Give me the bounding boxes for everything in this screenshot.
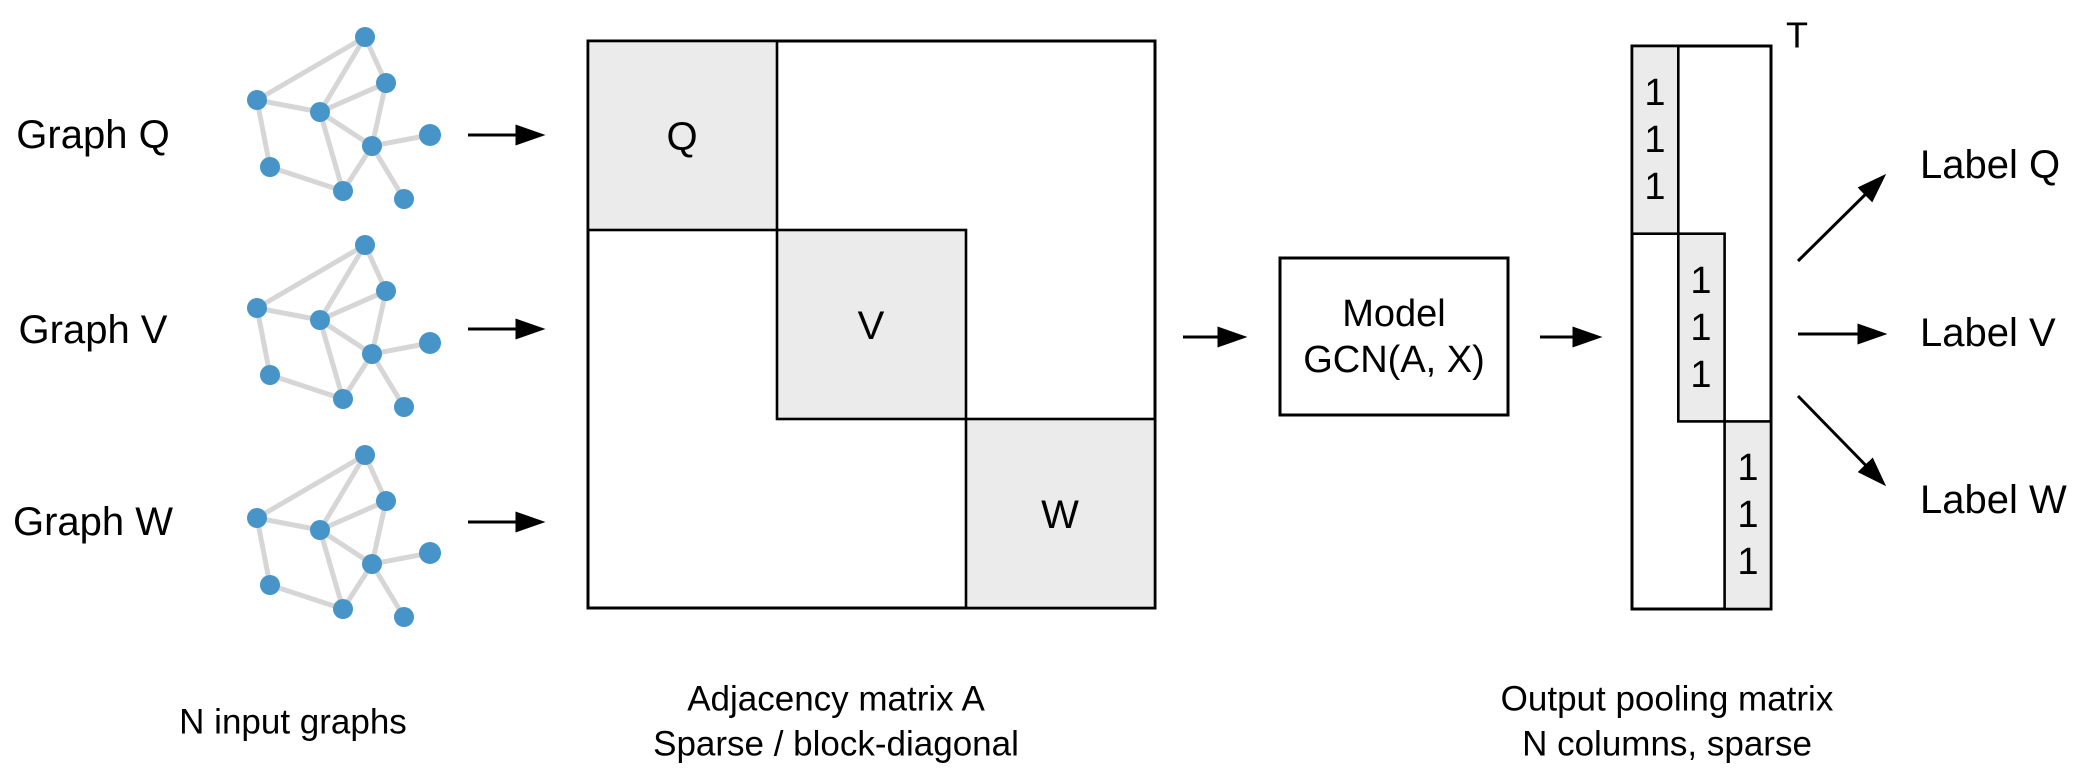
- output-label-q: Label Q: [1920, 143, 2060, 187]
- adjacency-block-w-letter: W: [1041, 493, 1079, 537]
- adjacency-caption-line1: Adjacency matrix A: [687, 680, 985, 719]
- graph-v-label: Graph V: [19, 308, 168, 352]
- pooling-one: 1: [1644, 166, 1665, 208]
- adjacency-block-w: [964, 417, 1157, 610]
- model-label-line1: Model: [1342, 293, 1446, 335]
- pooling-caption-line2: N columns, sparse: [1522, 725, 1812, 764]
- arrow-pooling-to-label-q: [1796, 173, 1887, 263]
- adjacency-block-v: [775, 228, 968, 421]
- arrow-pooling-to-label-w: [1796, 394, 1887, 487]
- graph-w-drawing: [247, 445, 441, 627]
- adjacency-caption-line2: Sparse / block-diagonal: [653, 725, 1019, 764]
- adjacency-block-q: [586, 39, 779, 232]
- pooling-one: 1: [1737, 541, 1758, 583]
- pooling-one: 1: [1644, 72, 1665, 114]
- adjacency-block-q-letter: Q: [666, 115, 697, 159]
- model-label-line2: GCN(A, X): [1303, 339, 1485, 381]
- pooling-block-w: [1723, 420, 1773, 611]
- pooling-block-v: [1677, 232, 1726, 423]
- graphs-caption: N input graphs: [179, 703, 407, 742]
- adjacency-block-v-letter: V: [858, 304, 885, 348]
- graph-v-drawing: [247, 235, 441, 417]
- transpose-superscript: T: [1786, 15, 1808, 56]
- output-label-w: Label W: [1920, 478, 2067, 522]
- pooling-one: 1: [1737, 447, 1758, 489]
- model-box: [1278, 256, 1510, 417]
- pooling-one: 1: [1690, 354, 1711, 396]
- graph-q-label: Graph Q: [16, 113, 169, 157]
- output-label-v: Label V: [1920, 311, 2056, 355]
- graph-q-drawing: [247, 27, 441, 209]
- pooling-one: 1: [1737, 494, 1758, 536]
- pooling-block-q: [1630, 44, 1680, 235]
- pooling-one: 1: [1644, 119, 1665, 161]
- graph-w-label: Graph W: [13, 500, 173, 544]
- pooling-one: 1: [1690, 307, 1711, 349]
- pooling-one: 1: [1690, 260, 1711, 302]
- pooling-caption-line1: Output pooling matrix: [1501, 680, 1834, 719]
